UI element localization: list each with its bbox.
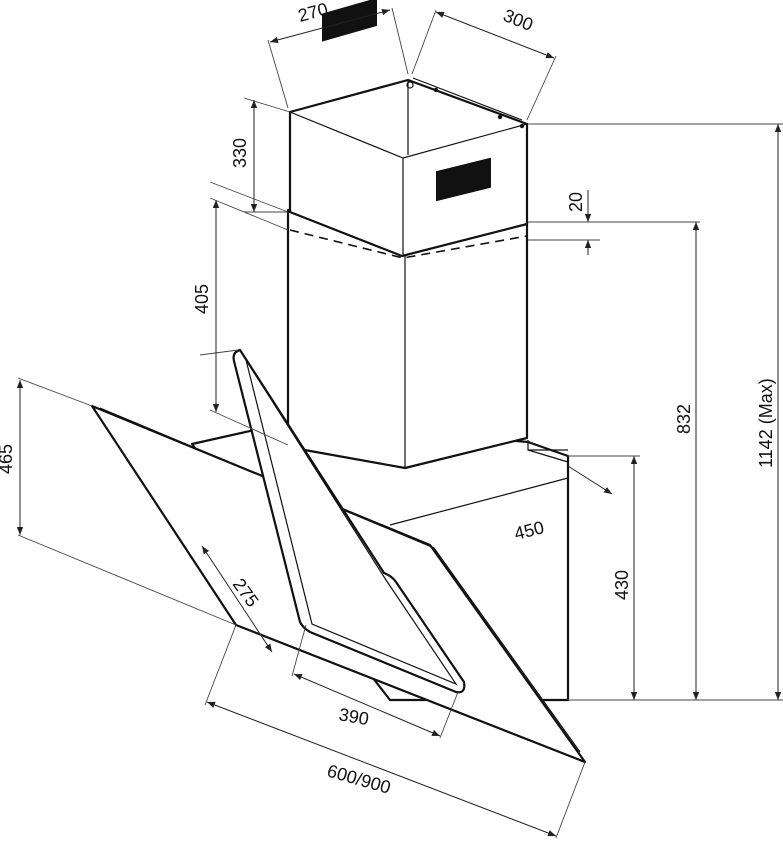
dim-max-height: 1142 (Max)	[756, 378, 776, 468]
dim-hood-width: 600/900	[325, 761, 393, 798]
overlap-line	[289, 229, 528, 259]
dim-glass-depth: 465	[0, 444, 16, 474]
dim-chimney-depth: 300	[501, 5, 536, 35]
glass-panel	[90, 348, 587, 764]
vent-slots-right	[436, 157, 491, 202]
dimension-lines	[16, 8, 782, 837]
dim-body-height: 430	[612, 570, 632, 600]
dim-chimney-top: 330	[230, 138, 250, 168]
extension-lines	[17, 7, 783, 839]
dim-overlap: 20	[566, 192, 586, 212]
dim-min-height: 832	[674, 404, 694, 434]
dim-chimney-lower: 405	[192, 284, 212, 314]
dim-filter-width: 390	[337, 704, 370, 729]
